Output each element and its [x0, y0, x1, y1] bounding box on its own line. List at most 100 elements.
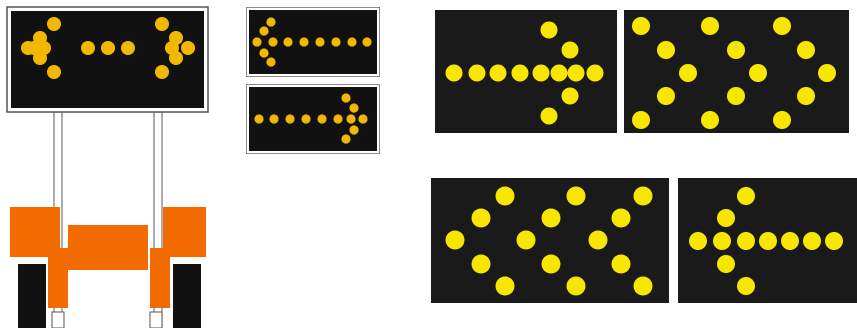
- lamp-dot: [713, 232, 731, 250]
- lamp-dot: [259, 26, 268, 35]
- lamp-dot: [446, 231, 465, 250]
- lamp-dot: [727, 87, 745, 105]
- lamp-dot: [349, 103, 358, 112]
- lamp-dot: [331, 37, 340, 46]
- lamp-dot: [657, 41, 675, 59]
- lamp-dot: [825, 232, 843, 250]
- lamp-dot: [301, 114, 310, 123]
- lamp-dot: [341, 134, 350, 143]
- lamp-dot: [562, 42, 579, 59]
- lamp-dot: [632, 17, 650, 35]
- large-panel-left-arrow: [678, 178, 857, 303]
- lamp-dot: [551, 65, 568, 82]
- lamp-dot: [773, 111, 791, 129]
- lamp-dot: [542, 209, 561, 228]
- lamp-dot: [81, 41, 95, 55]
- lamp-dot: [346, 114, 355, 123]
- lamp-dot: [717, 209, 735, 227]
- left-leg: [48, 248, 68, 308]
- lamp-dot: [341, 93, 350, 102]
- lamp-dot: [512, 65, 529, 82]
- lamp-dot: [283, 37, 292, 46]
- lamp-dot: [101, 41, 115, 55]
- lamp-dot: [47, 17, 61, 31]
- large-panel-left-chevrons: [431, 178, 669, 303]
- lamp-dot: [47, 65, 61, 79]
- lamp-dot: [254, 114, 263, 123]
- lamp-dot: [358, 114, 367, 123]
- lamp-dot: [315, 37, 324, 46]
- small-panel-left-arrow: [246, 7, 380, 77]
- lamp-dot: [285, 114, 294, 123]
- lamp-dot: [737, 232, 755, 250]
- left-jack: [52, 312, 64, 328]
- lamp-dot: [727, 41, 745, 59]
- lamp-dot: [689, 232, 707, 250]
- lamp-dot: [259, 48, 268, 57]
- lamp-dot: [634, 187, 653, 206]
- lamp-dot: [541, 22, 558, 39]
- lamp-dot: [472, 209, 491, 228]
- lamp-dot: [27, 41, 41, 55]
- lamp-dot: [701, 111, 719, 129]
- lamp-dot: [612, 255, 631, 274]
- lamp-dot: [490, 65, 507, 82]
- lamp-dot: [496, 187, 515, 206]
- right-tire: [173, 264, 201, 328]
- lamp-dot: [759, 232, 777, 250]
- lamp-dot: [333, 114, 342, 123]
- lamp-dot: [773, 17, 791, 35]
- lamp-dot: [797, 87, 815, 105]
- lamp-dot: [541, 108, 558, 125]
- lamp-dot: [632, 111, 650, 129]
- lamp-dot: [317, 114, 326, 123]
- lamp-dot: [469, 65, 486, 82]
- lamp-dot: [701, 17, 719, 35]
- lamp-dot: [749, 64, 767, 82]
- lamp-dot: [446, 65, 463, 82]
- lamp-dot: [568, 65, 585, 82]
- lamp-dot: [155, 17, 169, 31]
- lamp-dot: [679, 64, 697, 82]
- lamp-dot: [496, 277, 515, 296]
- lamp-dot: [612, 209, 631, 228]
- trailer-body: [68, 225, 148, 270]
- trailer-arrow-board: [0, 0, 220, 328]
- lamp-dot: [155, 65, 169, 79]
- lamp-dot: [266, 57, 275, 66]
- lamp-dot: [268, 37, 277, 46]
- lamp-dot: [266, 17, 275, 26]
- lamp-dot: [818, 64, 836, 82]
- lamp-dot: [165, 41, 179, 55]
- lamp-dot: [797, 41, 815, 59]
- large-panel-right-arrow: [435, 10, 617, 133]
- lamp-dot: [657, 87, 675, 105]
- lamp-dot: [517, 231, 536, 250]
- lamp-dot: [803, 232, 821, 250]
- right-leg: [150, 248, 170, 308]
- lamp-dot: [567, 277, 586, 296]
- lamp-dot: [781, 232, 799, 250]
- lamp-dot: [542, 255, 561, 274]
- large-panel-right-chevrons: [624, 10, 849, 133]
- lamp-dot: [717, 255, 735, 273]
- left-tire: [18, 264, 46, 328]
- lamp-dot: [362, 37, 371, 46]
- lamp-dot: [589, 231, 608, 250]
- lamp-dot: [737, 187, 755, 205]
- right-jack: [150, 312, 162, 328]
- lamp-dot: [567, 187, 586, 206]
- lamp-dot: [347, 37, 356, 46]
- lamp-dot: [269, 114, 278, 123]
- lamp-dot: [181, 41, 195, 55]
- lamp-dot: [533, 65, 550, 82]
- lamp-dot: [634, 277, 653, 296]
- lamp-dot: [587, 65, 604, 82]
- lamp-dot: [299, 37, 308, 46]
- lamp-dot: [737, 277, 755, 295]
- lamp-dot: [121, 41, 135, 55]
- lamp-dot: [349, 125, 358, 134]
- lamp-dot: [472, 255, 491, 274]
- lamp-dot: [252, 37, 261, 46]
- lamp-dot: [562, 88, 579, 105]
